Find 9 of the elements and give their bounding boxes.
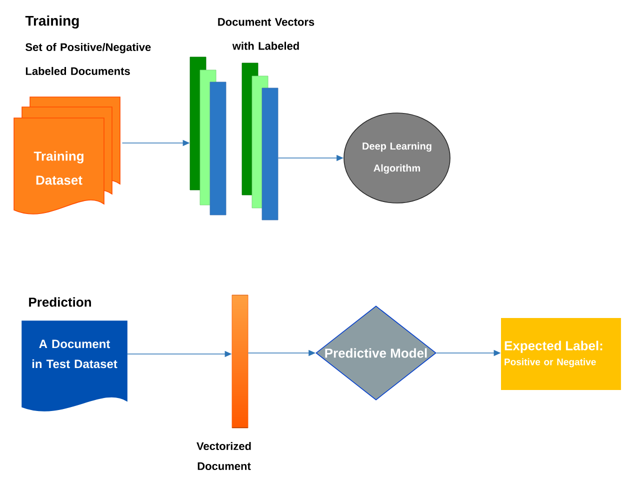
result-box: Expected Label: Positive or Negative: [501, 318, 621, 390]
node-label: Vectorized Document: [196, 442, 251, 470]
vector-bar: Vectorized Document: [196, 294, 251, 470]
heading: Training: [25, 15, 79, 29]
document-stack: Training Dataset: [14, 96, 120, 214]
heading: Set of Positive/Negative Labeled Documents: [26, 42, 151, 76]
node-label: Document Vectors with Labeled: [218, 18, 314, 50]
heading: Prediction: [29, 297, 91, 307]
vector-bars: Document Vectors with Labeled: [190, 18, 314, 220]
